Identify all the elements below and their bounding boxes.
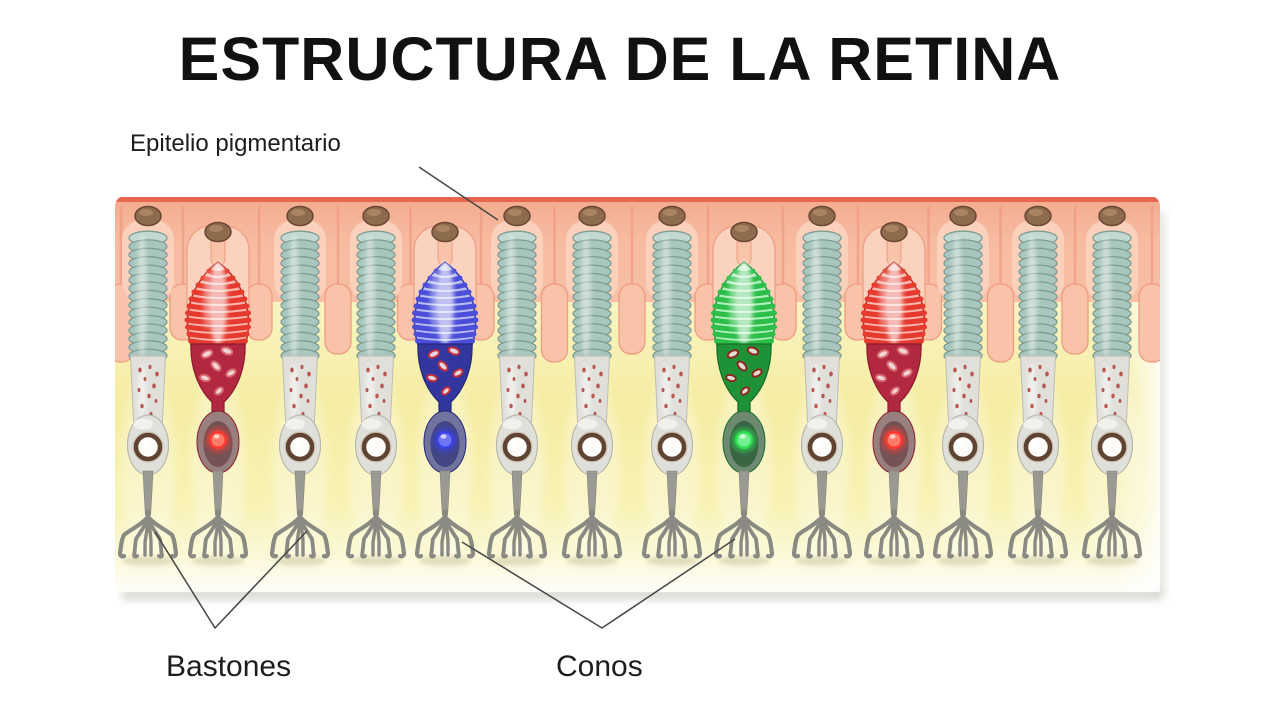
leader-lines <box>154 166 736 629</box>
page-title: ESTRUCTURA DE LA RETINA <box>178 25 1062 93</box>
rods-label: Bastones <box>166 650 292 683</box>
cones-label: Conos <box>556 650 643 683</box>
pigment-epithelium-band <box>115 197 1160 363</box>
epithelium-label: Epitelio pigmentario <box>130 130 341 157</box>
cones-leader-line <box>461 538 736 629</box>
rods-leader-line <box>154 530 308 629</box>
epithelium-top-line <box>115 197 1160 202</box>
panel-bottom-shadow <box>122 590 1162 599</box>
epithelium-leader-line <box>418 166 499 221</box>
